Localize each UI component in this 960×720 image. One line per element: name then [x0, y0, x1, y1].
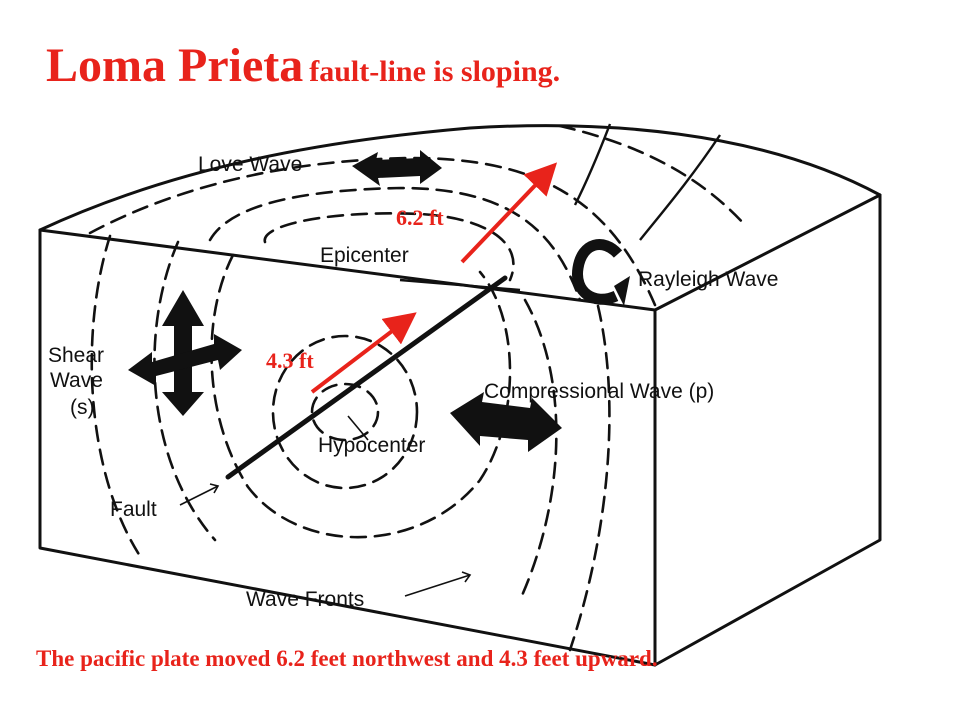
wave-front-4 [153, 240, 217, 542]
wave-front-5 [90, 234, 142, 558]
vertical-offset-label: 4.3 ft [266, 348, 314, 373]
vertical-offset-arrow [310, 312, 417, 394]
fault-pointer [179, 485, 219, 506]
shear-wave-label-line3: (s) [70, 396, 95, 419]
title-subtitle: fault-line is sloping. [309, 55, 561, 88]
compressional-wave-label: Compressional Wave (p) [484, 380, 714, 403]
rayleigh-wave-label: Rayleigh Wave [638, 268, 778, 291]
wave-front-5b [568, 304, 611, 652]
wave-front-3 [210, 253, 512, 539]
horizontal-offset-label: 6.2 ft [396, 205, 444, 230]
compressional-wave-arrow-icon [450, 392, 562, 452]
wave-front-1 [310, 382, 380, 442]
top-wave-front-1 [263, 212, 515, 282]
fault-surface-trace [399, 278, 521, 292]
top-wave-front-2 [208, 186, 582, 302]
fault-line [225, 275, 508, 480]
block-right-face [653, 193, 882, 667]
label-pointers [179, 483, 472, 597]
hypocenter-label: Hypocenter [318, 434, 425, 457]
epicenter-label: Epicenter [320, 244, 409, 267]
block-top-back-edge [38, 124, 882, 232]
shear-wave-label-line1: Shear [48, 344, 104, 367]
surface-curve-1 [573, 123, 612, 206]
wave-fronts-label: Wave Fronts [246, 588, 364, 611]
love-wave-arrow-icon [352, 150, 442, 186]
slide-caption: The pacific plate moved 6.2 feet northwe… [36, 646, 658, 671]
shear-wave-arrows-icon [128, 290, 242, 416]
wave-fronts-pointer-head-icon [461, 571, 472, 583]
wave-front-4b [518, 298, 558, 602]
horizontal-offset-arrow [460, 162, 558, 264]
wave-front-2 [271, 334, 419, 490]
top-wave-front-3 [88, 156, 657, 307]
top-wave-front-4 [558, 124, 747, 227]
surface-curve-2 [639, 134, 721, 241]
fault-pointer-head-icon [209, 483, 220, 494]
surface-curves [573, 123, 721, 241]
love-wave-label: Love Wave [198, 153, 302, 176]
wave-fronts [88, 124, 747, 652]
wave-fronts-pointer [404, 574, 471, 597]
title-main: Loma Prieta [46, 39, 304, 92]
shear-wave-label-line2: Wave [50, 369, 103, 392]
fault-label: Fault [110, 498, 157, 521]
rayleigh-wave-curl-icon [572, 239, 630, 306]
hypocenter-pointer [347, 415, 369, 441]
